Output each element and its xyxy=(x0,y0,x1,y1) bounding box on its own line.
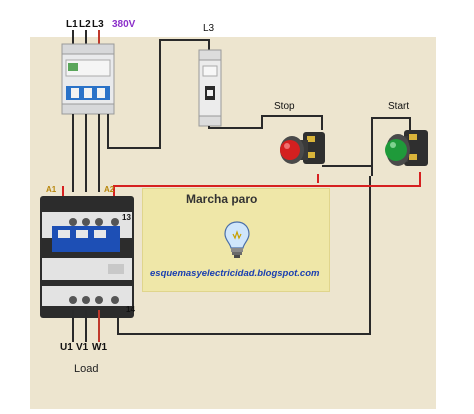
phase-l3-label: L3 xyxy=(92,19,104,30)
light-bulb-icon xyxy=(224,221,250,258)
breaker-to-contactor-lines xyxy=(72,39,210,192)
control-phase-label: L3 xyxy=(203,23,215,34)
aux-14-label: 14 xyxy=(126,305,135,314)
load-label: Load xyxy=(74,363,99,375)
control-wiring xyxy=(117,115,411,335)
stop-pushbutton-icon xyxy=(280,132,325,164)
aux-13-label: 13 xyxy=(122,213,131,222)
phase-l1-label: L1 xyxy=(66,19,78,30)
output-lines xyxy=(72,310,100,342)
start-pushbutton-icon xyxy=(385,130,428,166)
circuit-breaker-1pole-icon xyxy=(198,49,222,127)
card-title: Marcha paro xyxy=(186,192,258,206)
phase-l2-label: L2 xyxy=(79,19,91,30)
output-v1-label: V1 xyxy=(76,342,89,353)
circuit-breaker-3pole-icon xyxy=(61,43,115,115)
coil-a2-label: A2 xyxy=(104,185,115,194)
output-u1-label: U1 xyxy=(60,342,73,353)
coil-a1-label: A1 xyxy=(46,185,57,194)
contactor-icon xyxy=(40,196,134,318)
start-label: Start xyxy=(388,101,410,112)
stop-label: Stop xyxy=(274,101,295,112)
output-w1-label: W1 xyxy=(92,342,107,353)
voltage-label: 380V xyxy=(112,19,136,30)
blog-url[interactable]: esquemasyelectricidad.blogspot.com xyxy=(150,268,320,279)
